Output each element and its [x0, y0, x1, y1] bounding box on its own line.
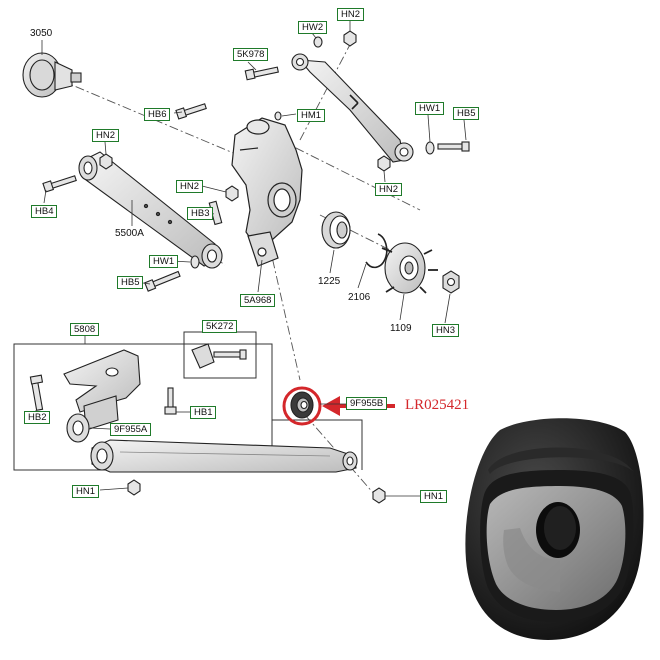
tag-hb1: HB1 — [190, 406, 217, 419]
upper-control-arm — [291, 53, 414, 163]
bushing-9f955a — [66, 413, 90, 443]
circlip — [365, 233, 388, 269]
tag-hm1: HM1 — [297, 109, 326, 122]
label-1109: 1109 — [390, 323, 412, 334]
hub-nut — [442, 270, 460, 294]
tag-hn1-left: HN1 — [72, 485, 100, 498]
halfshaft-joint — [22, 52, 82, 98]
highlight-circle — [282, 386, 322, 426]
hub-knuckle — [231, 117, 303, 267]
tag-hn1-right: HN1 — [420, 490, 448, 503]
tag-hn2-top: HN2 — [337, 8, 365, 21]
bushing-photo — [465, 418, 644, 640]
tag-hn3: HN3 — [432, 324, 460, 337]
tag-hn2-mid: HN2 — [176, 180, 204, 193]
label-5500a: 5500A — [115, 228, 144, 239]
tag-hb4: HB4 — [31, 205, 58, 218]
lower-arm-5500a — [78, 151, 223, 269]
tag-hb6: HB6 — [144, 108, 171, 121]
label-1225: 1225 — [318, 276, 341, 287]
tag-5k978: 5K978 — [233, 48, 269, 61]
part-number-label: LR025421 — [405, 397, 470, 413]
wheel-hub — [381, 242, 438, 294]
tag-5a968: 5A968 — [240, 294, 276, 307]
bushing-9f955b — [290, 391, 314, 419]
wheel-bearing — [321, 211, 351, 249]
tag-hw1-right: HW1 — [415, 102, 445, 115]
trailing-arm — [90, 439, 358, 473]
tag-hb5-left: HB5 — [117, 276, 144, 289]
tag-hb5-right: HB5 — [453, 107, 480, 120]
tag-5808: 5808 — [70, 323, 100, 336]
tag-hb2: HB2 — [24, 411, 51, 424]
kit-outline-extension — [272, 419, 363, 470]
tag-hb3: HB3 — [187, 207, 214, 220]
leader-lines — [35, 21, 467, 497]
tag-hn2-right: HN2 — [375, 183, 403, 196]
tag-hw2-top: HW2 — [298, 21, 328, 34]
tag-9f955a: 9F955A — [110, 423, 152, 436]
tag-hw1-left: HW1 — [149, 255, 179, 268]
tag-5k272: 5K272 — [202, 320, 238, 333]
fasteners-lower — [29, 374, 386, 504]
tag-hn2-left: HN2 — [92, 129, 120, 142]
tag-9f955b: 9F955B — [346, 397, 388, 410]
bracket-5k272 — [191, 343, 247, 369]
label-2106: 2106 — [348, 292, 371, 303]
label-3050: 3050 — [30, 28, 53, 39]
mounting-plate — [63, 349, 141, 431]
